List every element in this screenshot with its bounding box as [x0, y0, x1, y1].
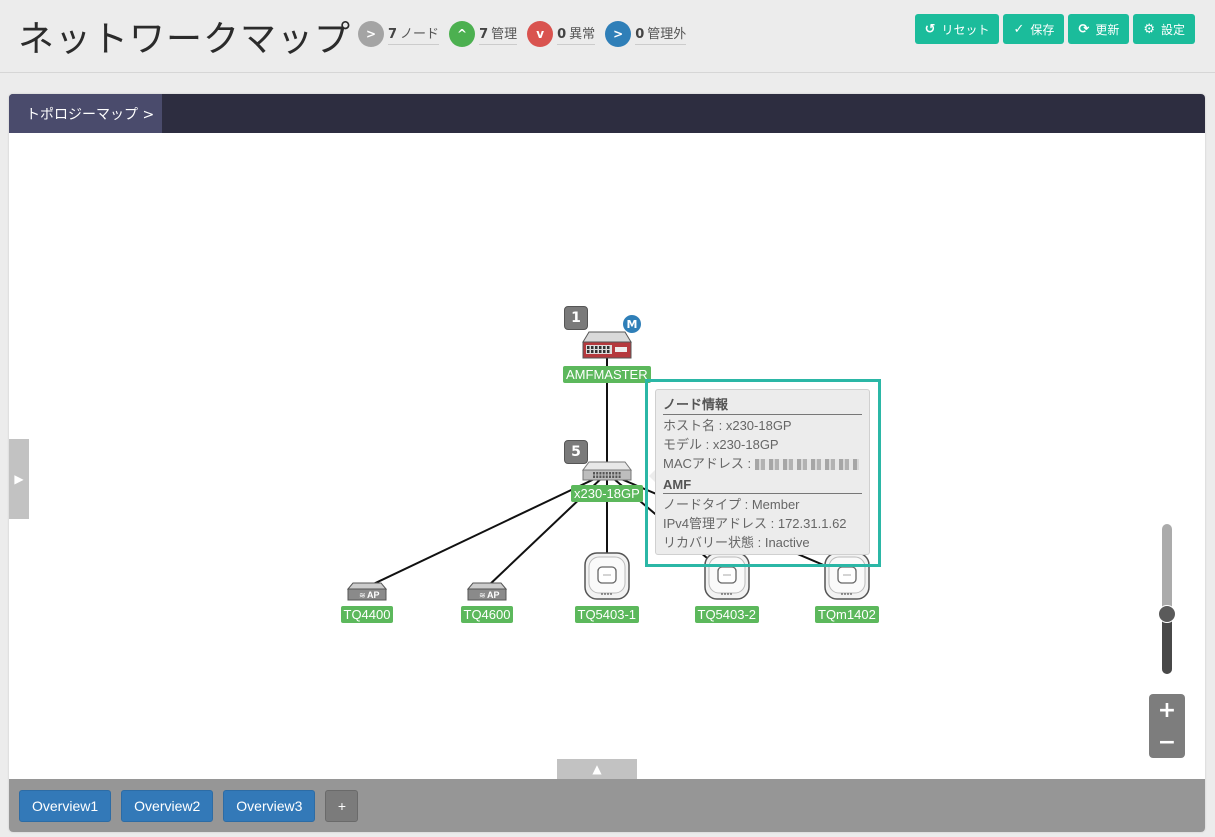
overview3-button[interactable]: Overview3 [223, 789, 316, 822]
save-button[interactable]: ✓ 保存 [1003, 14, 1065, 44]
zoom-out-button[interactable]: − [1157, 729, 1177, 755]
child-count-badge: 1 [564, 306, 588, 330]
zoom-slider[interactable] [1162, 524, 1172, 674]
amf-master-switch-icon [581, 330, 633, 366]
tooltip-ipv4: IPv4管理アドレス : 172.31.1.62 [663, 516, 847, 531]
abnormal-icon: v [527, 21, 554, 47]
overview1-button[interactable]: Overview1 [19, 789, 112, 822]
access-point-icon: ≋AP [346, 581, 388, 605]
overview-bar: Overview1 Overview2 Overview3 + [9, 779, 1205, 832]
zoom-slider-fill [1162, 614, 1172, 674]
toolbar: ↺ リセット ✓ 保存 ⟳ 更新 ⚙ 設定 [914, 14, 1195, 44]
child-count-badge: 5 [564, 440, 588, 464]
settings-button[interactable]: ⚙ 設定 [1133, 14, 1195, 44]
node-label[interactable]: TQ4600 [460, 606, 514, 623]
overview2-button[interactable]: Overview2 [121, 789, 214, 822]
stat-count: 0 [557, 27, 567, 42]
refresh-button[interactable]: ⟳ 更新 [1068, 14, 1130, 44]
access-point-icon: ≋AP [466, 581, 508, 605]
stat-count: 0 [635, 27, 645, 42]
node-label[interactable]: TQm1402 [815, 606, 879, 623]
tooltip-highlight-frame [645, 379, 881, 567]
node-label[interactable]: x230-18GP [571, 485, 643, 502]
side-panel-toggle[interactable]: ▶ [9, 439, 29, 519]
tooltip-model: モデル : x230-18GP [663, 437, 779, 452]
tooltip-node-header: ノード情報 [663, 394, 862, 415]
link-x230-tq4400 [366, 472, 608, 588]
reset-label: リセット [941, 22, 990, 37]
tooltip-recovery: リカバリー状態 : Inactive [663, 535, 810, 550]
node-label[interactable]: TQ4400 [340, 606, 394, 623]
refresh-label: 更新 [1095, 22, 1120, 37]
tooltip-hostname: ホスト名 : x230-18GP [663, 418, 792, 433]
svg-text:≋: ≋ [359, 591, 366, 600]
tooltip-amf-header: AMF [663, 477, 862, 494]
tooltip-mac-label: MACアドレス : [663, 456, 755, 471]
links-layer [366, 346, 848, 588]
tooltip-arrow [649, 469, 656, 483]
tab-topology-map[interactable]: トポロジーマップ > [9, 94, 162, 133]
node-info-tooltip: ノード情報 ホスト名 : x230-18GP モデル : x230-18GP M… [655, 389, 870, 555]
svg-text:AP: AP [367, 590, 380, 600]
gear-icon: ⚙ [1143, 21, 1155, 37]
check-icon: ✓ [1013, 21, 1025, 37]
switch-icon [581, 460, 633, 486]
stat-label: ノード [400, 27, 440, 42]
svg-text:AP: AP [487, 590, 500, 600]
mac-address-redacted [754, 459, 859, 471]
stat-count: 7 [388, 27, 398, 42]
zoom-in-button[interactable]: + [1157, 697, 1177, 723]
add-overview-button[interactable]: + [325, 789, 359, 822]
nodes-icon: > [358, 21, 384, 47]
node-label[interactable]: TQ5403-2 [694, 606, 760, 623]
master-badge: M [622, 314, 642, 334]
zoom-slider-handle[interactable] [1158, 605, 1176, 623]
stat-label: 異常 [569, 27, 596, 42]
panel-header: トポロジーマップ > [9, 94, 1205, 133]
tooltip-node-type: ノードタイプ : Member [663, 497, 800, 512]
refresh-icon: ⟳ [1078, 21, 1090, 37]
history-icon: ↺ [924, 21, 936, 37]
managed-icon: ^ [449, 21, 476, 47]
stat-label: 管理 [491, 27, 518, 42]
stat-label: 管理外 [647, 27, 687, 42]
svg-text:≋: ≋ [479, 591, 486, 600]
ceiling-access-point-icon [583, 551, 631, 605]
page-title: ネットワークマップ [18, 19, 352, 60]
stat-count: 7 [479, 27, 489, 42]
node-label[interactable]: AMFMASTER [563, 366, 651, 383]
tooltip-mac: MACアドレス : [663, 454, 862, 473]
reset-button[interactable]: ↺ リセット [914, 14, 1000, 44]
node-label[interactable]: TQ5403-1 [574, 606, 640, 623]
settings-label: 設定 [1160, 22, 1185, 37]
zoom-controls: + − [1149, 694, 1185, 758]
bottom-panel-toggle[interactable]: ▲ [557, 759, 637, 779]
unmanaged-icon: > [605, 21, 632, 47]
save-label: 保存 [1030, 22, 1055, 37]
